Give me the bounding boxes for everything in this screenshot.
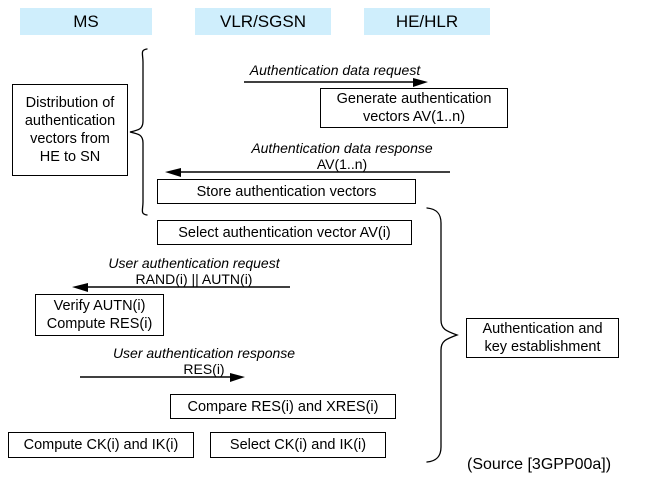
- process-box-store-auth-vectors: Store authentication vectors: [157, 179, 416, 204]
- phase-label-distribution-line-2: authentication: [24, 113, 116, 129]
- message-payload-user-auth-response-text: RES(i): [183, 361, 225, 377]
- process-box-generate-auth-vectors: Generate authentication vectors AV(1..n): [320, 88, 508, 128]
- message-arrow-user-auth-request: [72, 283, 290, 294]
- message-label-auth-data-response-title: Authentication data response: [251, 140, 433, 156]
- process-box-store-auth-vectors-line-1: Store authentication vectors: [196, 183, 377, 200]
- column-header-vlr-sgsn: VLR/SGSN: [195, 8, 331, 35]
- process-box-select-ck-ik: Select CK(i) and IK(i): [210, 432, 386, 458]
- process-box-verify-autn: Verify AUTN(i) Compute RES(i): [35, 294, 164, 336]
- message-payload-user-auth-response: RES(i): [98, 361, 310, 377]
- message-arrow-auth-data-response: [165, 168, 450, 179]
- column-header-ms-label: MS: [73, 12, 99, 31]
- process-box-compare-res: Compare RES(i) and XRES(i): [170, 394, 396, 419]
- phase-label-auth-key-establishment-line-2: key establishment: [484, 339, 601, 355]
- message-label-user-auth-request-title: User authentication request: [108, 255, 280, 271]
- phase-label-auth-key-establishment-line-1: Authentication and: [482, 321, 603, 337]
- source-note-text: (Source [3GPP00a]): [467, 456, 612, 473]
- process-box-select-auth-vector: Select authentication vector AV(i): [157, 220, 412, 245]
- column-header-he-hlr: HE/HLR: [364, 8, 490, 35]
- column-header-he-hlr-label: HE/HLR: [395, 12, 459, 31]
- column-header-vlr-sgsn-label: VLR/SGSN: [220, 12, 306, 31]
- message-payload-user-auth-request-text: RAND(i) || AUTN(i): [135, 271, 253, 287]
- left-phase-brace-icon: [126, 46, 150, 218]
- message-label-auth-data-request-title: Authentication data request: [249, 62, 421, 78]
- process-box-generate-auth-vectors-line-1: Generate authentication: [336, 91, 492, 107]
- message-label-auth-data-request: Authentication data request: [235, 62, 435, 78]
- message-payload-user-auth-request: RAND(i) || AUTN(i): [96, 271, 292, 287]
- message-payload-auth-data-response-text: AV(1..n): [316, 156, 368, 172]
- process-box-select-auth-vector-line-1: Select authentication vector AV(i): [178, 224, 391, 241]
- message-label-user-auth-request: User authentication request: [96, 255, 292, 271]
- message-label-user-auth-response: User authentication response: [98, 345, 310, 361]
- process-box-generate-auth-vectors-line-2: vectors AV(1..n): [362, 109, 466, 125]
- source-note: (Source [3GPP00a]): [467, 456, 611, 474]
- process-box-compute-ck-ik-line-1: Compute CK(i) and IK(i): [23, 437, 179, 453]
- right-phase-brace-icon: [424, 205, 466, 465]
- phase-label-distribution-line-4: HE to SN: [39, 149, 101, 165]
- message-payload-auth-data-response: AV(1..n): [236, 156, 448, 172]
- phase-label-auth-key-establishment: Authentication and key establishment: [466, 318, 619, 358]
- message-label-user-auth-response-title: User authentication response: [112, 345, 296, 361]
- process-box-select-ck-ik-line-1: Select CK(i) and IK(i): [229, 437, 367, 453]
- process-box-compute-ck-ik: Compute CK(i) and IK(i): [8, 432, 194, 458]
- message-arrow-auth-data-request: [244, 78, 428, 89]
- process-box-verify-autn-line-1: Verify AUTN(i): [53, 298, 146, 314]
- phase-label-distribution-line-3: vectors from: [30, 131, 110, 147]
- message-label-auth-data-response: Authentication data response: [236, 140, 448, 156]
- phase-label-distribution-line-1: Distribution of: [25, 95, 115, 111]
- process-box-verify-autn-line-2: Compute RES(i): [46, 316, 153, 332]
- phase-label-distribution: Distribution of authentication vectors f…: [12, 84, 128, 176]
- message-arrow-user-auth-response: [80, 373, 245, 384]
- column-header-ms: MS: [20, 8, 152, 35]
- process-box-compare-res-line-1: Compare RES(i) and XRES(i): [187, 398, 379, 415]
